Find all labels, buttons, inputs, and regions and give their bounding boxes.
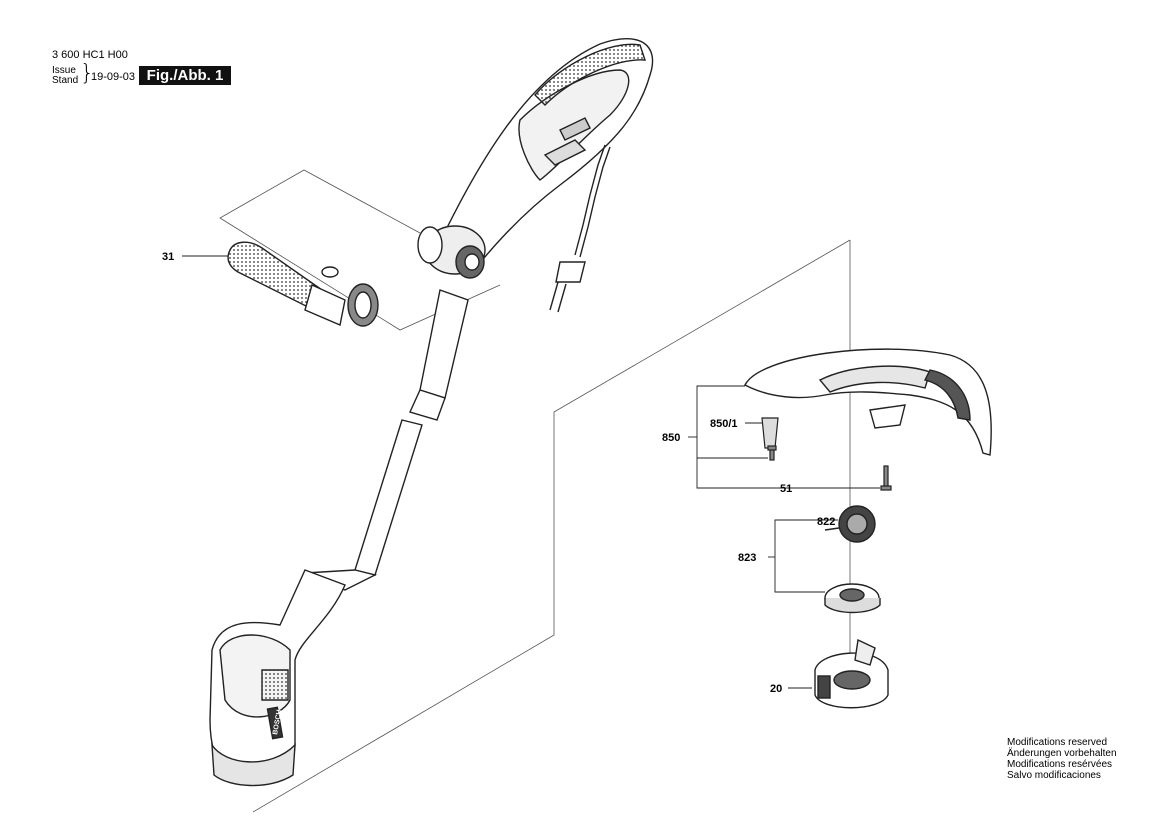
motor-housing bbox=[209, 569, 346, 787]
guard-clip bbox=[761, 417, 779, 449]
figure-label: Fig./Abb. 1 bbox=[139, 66, 231, 85]
handle-joint bbox=[417, 225, 486, 279]
brand-logo: BOSCH bbox=[272, 709, 283, 735]
note-line: Modifications resérvées bbox=[1007, 759, 1113, 770]
note-line: Änderungen vorbehalten bbox=[1007, 748, 1117, 759]
trimmer-handle bbox=[429, 38, 654, 276]
part-label-850: 850 bbox=[662, 432, 680, 444]
issue-stand-labels: Issue Stand bbox=[52, 66, 78, 86]
issue-date: 19-09-03 bbox=[91, 71, 136, 83]
auxiliary-handle bbox=[227, 241, 379, 327]
screw-51 bbox=[880, 465, 892, 491]
trimmer-line-spool bbox=[824, 505, 876, 543]
trimmer-guard bbox=[744, 348, 992, 456]
callout-lines bbox=[182, 255, 880, 689]
guard-screw bbox=[767, 445, 777, 461]
header-brace: } bbox=[80, 61, 94, 86]
document-code: 3 600 HC1 H00 bbox=[52, 49, 128, 61]
modifications-note: Modifications reserved Änderungen vorbeh… bbox=[1007, 737, 1117, 781]
note-line: Modifications reserved bbox=[1007, 737, 1108, 748]
spool bbox=[824, 583, 881, 614]
part-label-20: 20 bbox=[770, 683, 782, 695]
part-label-822: 822 bbox=[817, 516, 835, 528]
part-label-31: 31 bbox=[162, 251, 174, 263]
part-label-51: 51 bbox=[780, 483, 792, 495]
part-label-850-1: 850/1 bbox=[710, 418, 738, 430]
stand-label: Stand bbox=[52, 75, 79, 86]
assembly-guide-lines bbox=[219, 169, 851, 813]
trimmer-shaft bbox=[304, 289, 469, 591]
part-label-823: 823 bbox=[738, 552, 756, 564]
note-line: Salvo modificaciones bbox=[1007, 770, 1101, 781]
power-cable bbox=[549, 144, 611, 313]
spool-cap bbox=[814, 638, 889, 709]
issue-label: Issue bbox=[52, 65, 76, 76]
